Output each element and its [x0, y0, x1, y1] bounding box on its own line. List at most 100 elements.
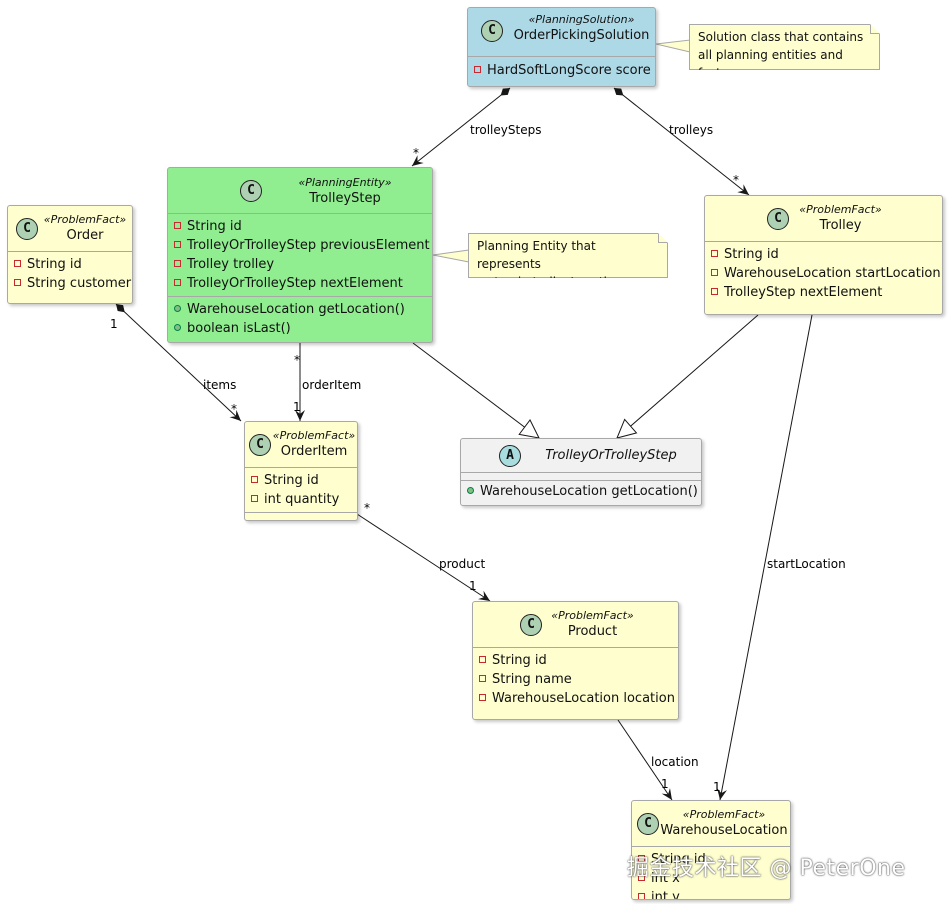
class-header: A TrolleyOrTrolleyStep — [461, 439, 701, 473]
edge-label-location: location — [651, 755, 699, 769]
private-icon — [711, 288, 718, 295]
edge-label-trolley-steps: trolleySteps — [470, 123, 541, 137]
class-stereotype: «PlanningSolution» — [528, 13, 635, 26]
class-trolley-or-trolley-step: A TrolleyOrTrolleyStep WarehouseLocation… — [460, 438, 702, 506]
field-row: String customer — [14, 274, 131, 293]
note-fold-icon — [870, 24, 880, 34]
class-name: Product — [567, 624, 618, 639]
private-icon — [174, 222, 181, 229]
class-order: C «ProblemFact» Order String id String c… — [7, 205, 133, 304]
public-icon — [174, 305, 181, 312]
method-section: WarehouseLocation getLocation() — [461, 481, 701, 504]
class-name: Order — [66, 228, 104, 243]
field-section: HardSoftLongScore score — [468, 57, 655, 83]
field-row: String name — [479, 670, 672, 689]
method-row: WarehouseLocation getLocation() — [467, 482, 698, 501]
class-stereotype: «ProblemFact» — [682, 808, 766, 821]
private-icon — [479, 675, 486, 682]
class-header: C «PlanningEntity» TrolleyStep — [168, 168, 432, 214]
public-icon — [174, 324, 181, 331]
class-product: C «ProblemFact» Product String id String… — [472, 601, 679, 720]
class-stereotype: «ProblemFact» — [272, 429, 356, 442]
note-line: Solution class that contains — [698, 30, 864, 44]
class-name: Trolley — [819, 218, 862, 233]
mult-items-one: 1 — [110, 317, 118, 331]
field-row: WarehouseLocation location — [479, 689, 675, 708]
class-c-icon: C — [767, 208, 789, 230]
edge-label-order-item: orderItem — [302, 378, 361, 392]
mult-product-many: * — [364, 501, 370, 515]
class-header: C «ProblemFact» Product — [473, 602, 678, 648]
class-name: TrolleyOrTrolleyStep — [545, 448, 677, 463]
class-warehouse-location: C «ProblemFact» WarehouseLocation String… — [631, 800, 791, 900]
edge-label-items: items — [203, 378, 236, 392]
private-icon — [474, 66, 481, 73]
private-icon — [479, 694, 486, 701]
field-row: HardSoftLongScore score — [474, 61, 651, 80]
mult-trolley-steps-many: * — [413, 146, 419, 160]
public-icon — [467, 487, 474, 494]
private-icon — [638, 893, 645, 899]
field-section: String id int x int y — [632, 847, 790, 899]
mult-items-many: * — [231, 402, 237, 416]
class-name: TrolleyStep — [309, 191, 381, 206]
field-row: int x — [638, 869, 784, 888]
edge-trolley-extends — [617, 314, 759, 438]
private-icon — [14, 279, 21, 286]
field-row: int quantity — [251, 490, 351, 509]
private-icon — [638, 874, 645, 881]
class-stereotype: «PlanningEntity» — [298, 176, 392, 189]
field-row: String id — [174, 217, 426, 236]
field-section: String id int quantity — [245, 468, 357, 513]
note-connector-solution — [655, 39, 691, 53]
class-c-icon: C — [16, 218, 38, 240]
private-icon — [479, 656, 486, 663]
mult-start-location-one: 1 — [713, 780, 721, 794]
edge-trolley-steps — [411, 87, 511, 167]
field-section: String id WarehouseLocation startLocatio… — [705, 242, 942, 305]
mult-location-one: 1 — [661, 777, 669, 791]
mult-order-item-many: * — [294, 353, 300, 367]
method-row: boolean isLast() — [174, 319, 426, 338]
edge-label-trolleys: trolleys — [669, 123, 713, 137]
mult-product-one: 1 — [469, 579, 477, 593]
class-name: OrderItem — [280, 444, 348, 459]
method-section: WarehouseLocation getLocation() boolean … — [168, 297, 432, 341]
class-c-icon: C — [249, 434, 271, 456]
private-icon — [14, 260, 21, 267]
private-icon — [251, 495, 258, 502]
class-stereotype: «ProblemFact» — [43, 213, 127, 226]
class-c-icon: C — [520, 614, 542, 636]
private-icon — [638, 855, 645, 862]
abstract-a-icon: A — [499, 445, 521, 467]
note-fold-icon — [658, 233, 668, 243]
class-stereotype: «ProblemFact» — [551, 609, 634, 622]
method-section — [245, 513, 357, 521]
edge-product — [356, 513, 491, 602]
class-c-icon: C — [240, 180, 262, 202]
class-header: C «ProblemFact» Trolley — [705, 196, 942, 242]
field-section: String id String name WarehouseLocation … — [473, 648, 678, 711]
edge-trolleys — [613, 87, 750, 196]
class-header: C «ProblemFact» Order — [8, 206, 132, 252]
field-row: Trolley trolley — [174, 255, 426, 274]
private-icon — [174, 241, 181, 248]
private-icon — [711, 269, 718, 276]
mult-trolleys-many: * — [733, 173, 739, 187]
edge-label-start-location: startLocation — [767, 557, 846, 571]
field-row: WarehouseLocation startLocation — [711, 264, 941, 283]
private-icon — [711, 250, 718, 257]
class-header: C «ProblemFact» WarehouseLocation — [632, 801, 790, 847]
private-icon — [251, 476, 258, 483]
class-c-icon: C — [637, 813, 659, 835]
class-name: WarehouseLocation — [660, 823, 788, 838]
edge-label-product: product — [439, 557, 485, 571]
note-entity: Planning Entity that represents a stop i… — [468, 233, 668, 278]
field-row: String id — [479, 651, 672, 670]
class-c-icon: C — [481, 20, 503, 42]
class-header: C «ProblemFact» OrderItem — [245, 422, 357, 468]
note-line: Planning Entity that represents — [477, 239, 596, 271]
field-row: String id — [711, 245, 936, 264]
note-solution: Solution class that contains all plannin… — [689, 24, 880, 70]
